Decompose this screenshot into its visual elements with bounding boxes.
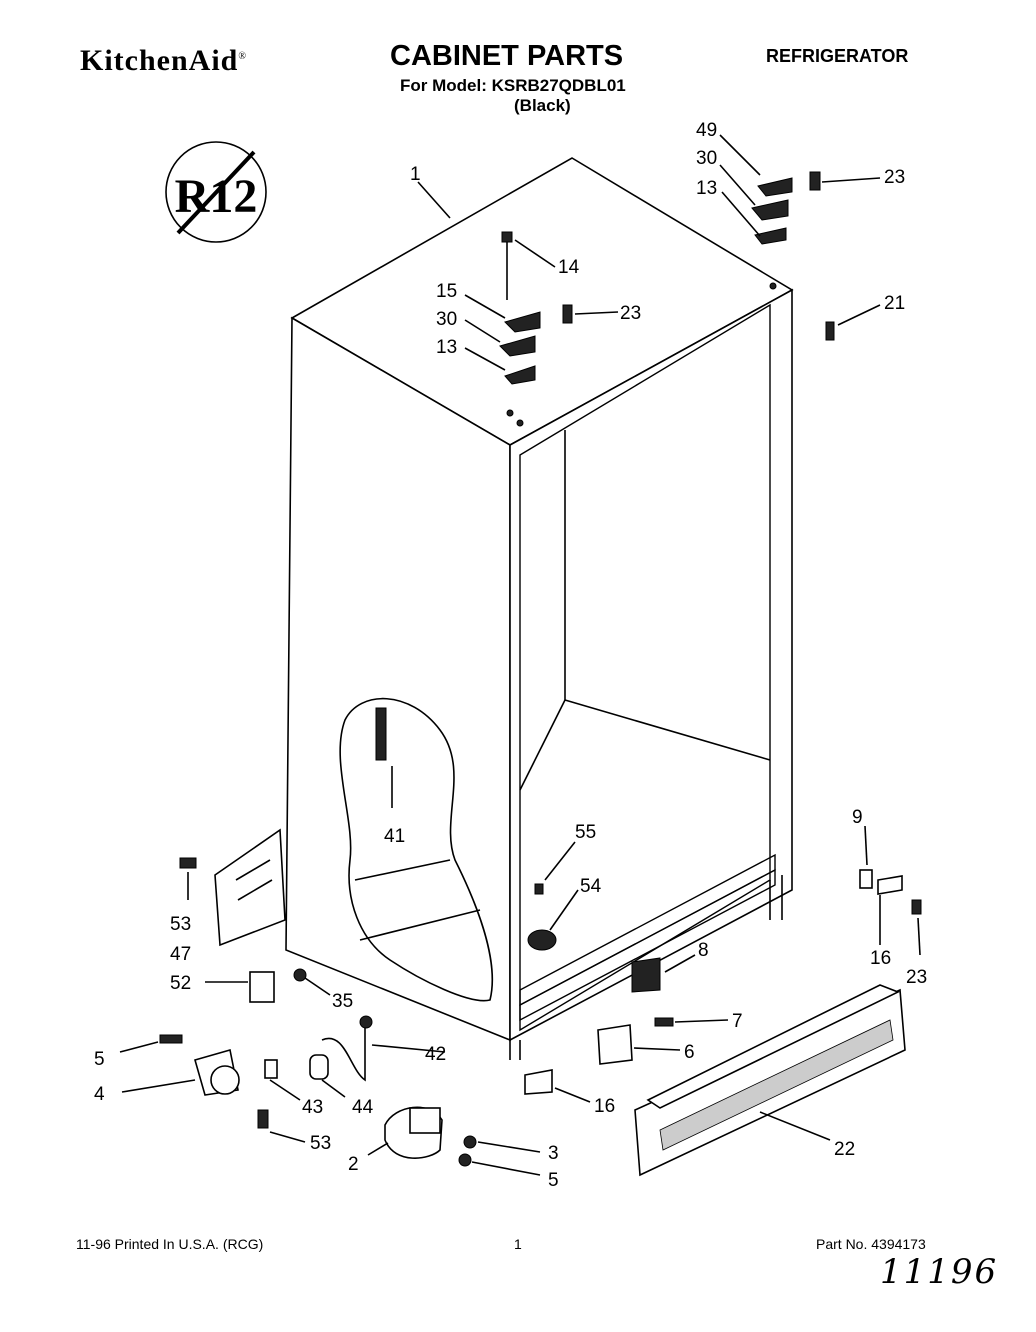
callout-22: 22 bbox=[834, 1139, 855, 1160]
callout-30: 30 bbox=[436, 309, 457, 330]
callout-4: 4 bbox=[94, 1084, 105, 1105]
leader-lines bbox=[119, 134, 921, 1176]
callout-21: 21 bbox=[884, 293, 905, 314]
callout-53: 53 bbox=[170, 914, 191, 935]
badge-text: R12 bbox=[175, 170, 258, 223]
callout-labels: 1 49 30 13 23 14 15 23 30 13 21 41 9 55 … bbox=[94, 120, 927, 1191]
callout-55: 55 bbox=[575, 822, 596, 843]
toe-grille bbox=[634, 984, 906, 1177]
callout-5: 5 bbox=[548, 1170, 559, 1191]
callout-16: 16 bbox=[594, 1096, 615, 1117]
product-type: REFRIGERATOR bbox=[766, 46, 909, 66]
callout-49: 49 bbox=[696, 120, 717, 141]
callout-13: 13 bbox=[696, 178, 717, 199]
callout-35: 35 bbox=[332, 991, 353, 1012]
callout-5: 5 bbox=[94, 1049, 105, 1070]
callout-47: 47 bbox=[170, 944, 191, 965]
callout-43: 43 bbox=[302, 1097, 323, 1118]
callout-44: 44 bbox=[352, 1097, 374, 1118]
callout-16: 16 bbox=[870, 948, 891, 969]
top-hinges bbox=[499, 171, 835, 427]
callout-14: 14 bbox=[558, 257, 580, 278]
lower-parts bbox=[159, 828, 922, 1167]
callout-1: 1 bbox=[410, 164, 421, 185]
handwritten-note: 11196 bbox=[880, 1252, 999, 1292]
callout-42: 42 bbox=[425, 1044, 446, 1065]
callout-6: 6 bbox=[684, 1042, 695, 1063]
callout-23: 23 bbox=[620, 303, 641, 324]
no-r12-badge: R12 bbox=[165, 141, 267, 243]
callout-53: 53 bbox=[310, 1133, 331, 1154]
callout-8: 8 bbox=[698, 940, 709, 961]
callout-7: 7 bbox=[732, 1011, 743, 1032]
color-line: (Black) bbox=[514, 96, 571, 115]
page-title: CABINET PARTS bbox=[390, 40, 624, 72]
callout-23: 23 bbox=[906, 967, 927, 988]
part-number: Part No. 4394173 bbox=[816, 1236, 926, 1252]
callout-15: 15 bbox=[436, 281, 457, 302]
brand-mark: ® bbox=[238, 51, 247, 62]
callout-3: 3 bbox=[548, 1143, 559, 1164]
model-line: For Model: KSRB27QDBL01 bbox=[400, 76, 626, 95]
callout-54: 54 bbox=[580, 876, 602, 897]
callout-9: 9 bbox=[852, 807, 863, 828]
print-info: 11-96 Printed In U.S.A. (RCG) bbox=[76, 1236, 264, 1252]
brand-name: KitchenAid bbox=[80, 44, 239, 77]
callout-2: 2 bbox=[348, 1154, 359, 1175]
callout-30: 30 bbox=[696, 148, 717, 169]
cabinet-body bbox=[285, 157, 794, 1060]
brand-logo: KitchenAid® bbox=[80, 44, 247, 78]
callout-23: 23 bbox=[884, 167, 905, 188]
callout-52: 52 bbox=[170, 973, 191, 994]
page-number: 1 bbox=[514, 1236, 522, 1252]
callout-13: 13 bbox=[436, 337, 457, 358]
callout-41: 41 bbox=[384, 826, 405, 847]
